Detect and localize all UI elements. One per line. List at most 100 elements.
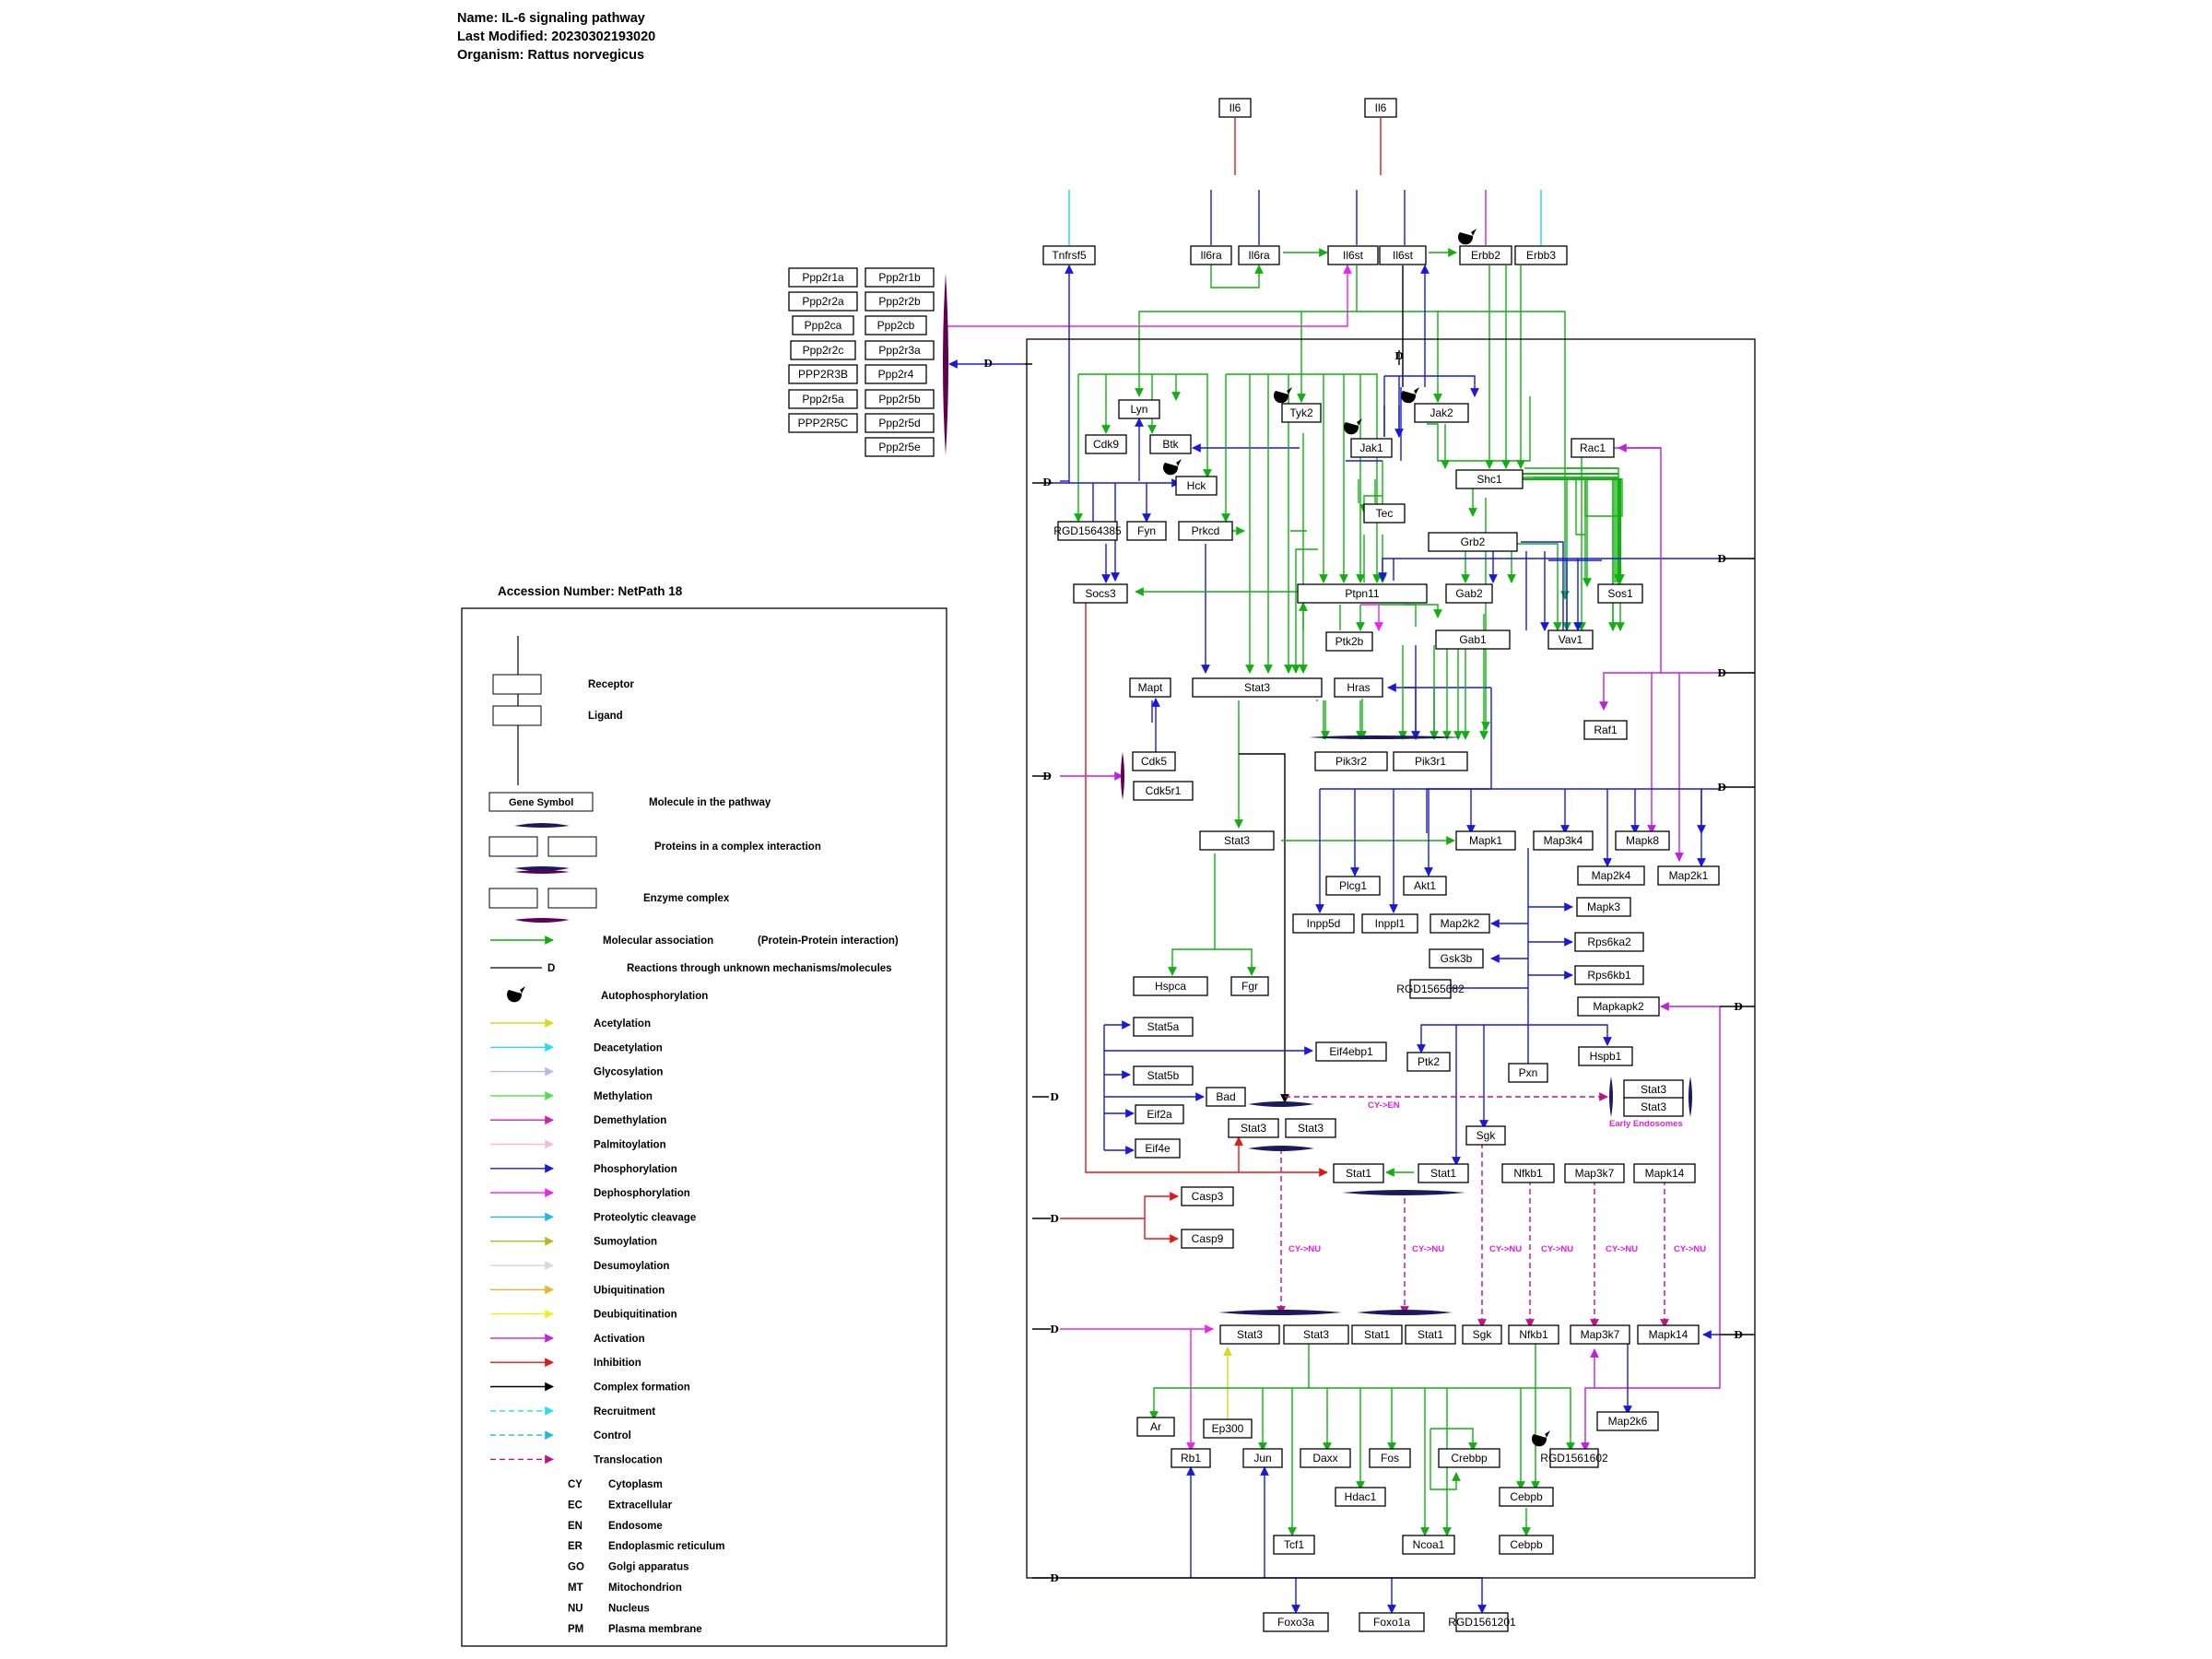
gene-node-ppp2r1b[interactable]: Ppp2r1b <box>865 267 935 288</box>
gene-node-jak1[interactable]: Jak1 <box>1350 438 1393 458</box>
gene-node-map3k7n[interactable]: Map3k7 <box>1570 1324 1630 1345</box>
gene-node-rb1[interactable]: Rb1 <box>1171 1448 1211 1468</box>
gene-node-akt1[interactable]: Akt1 <box>1403 876 1447 896</box>
gene-node-mapk14n[interactable]: Mapk14 <box>1637 1324 1700 1345</box>
gene-node-rps6ka2[interactable]: Rps6ka2 <box>1574 932 1644 952</box>
gene-node-ppp2cb[interactable]: Ppp2cb <box>865 315 927 335</box>
gene-node-tyk2[interactable]: Tyk2 <box>1281 403 1322 423</box>
gene-node-cebpb2[interactable]: Cebpb <box>1499 1535 1554 1555</box>
gene-node-mapk3[interactable]: Mapk3 <box>1576 897 1631 917</box>
gene-node-map2k4[interactable]: Map2k4 <box>1577 865 1645 886</box>
gene-node-eif4e[interactable]: Eif4e <box>1135 1138 1181 1159</box>
gene-node-crebbp[interactable]: Crebbp <box>1438 1448 1500 1468</box>
gene-node-rac1[interactable]: Rac1 <box>1571 438 1615 458</box>
gene-node-mapk1[interactable]: Mapk1 <box>1455 830 1516 851</box>
gene-node-eif4ebp1[interactable]: Eif4ebp1 <box>1315 1041 1387 1062</box>
gene-node-fyn[interactable]: Fyn <box>1126 521 1167 541</box>
gene-node-rps6kb1[interactable]: Rps6kb1 <box>1574 965 1644 985</box>
gene-node-il6st1[interactable]: Il6st <box>1327 245 1379 265</box>
gene-node-ppp2r3a[interactable]: Ppp2r3a <box>865 340 935 360</box>
gene-node-sos1[interactable]: Sos1 <box>1597 583 1643 604</box>
gene-node-mapkapk2[interactable]: Mapkapk2 <box>1577 996 1660 1017</box>
gene-node-ppp2r5e[interactable]: Ppp2r5e <box>865 437 935 457</box>
gene-node-hdac1[interactable]: Hdac1 <box>1335 1487 1386 1507</box>
gene-node-grb2[interactable]: Grb2 <box>1428 532 1518 552</box>
gene-node-ppp2r2a[interactable]: Ppp2r2a <box>788 291 858 312</box>
gene-node-ppp2r5d[interactable]: Ppp2r5d <box>865 413 935 433</box>
gene-node-erbb3[interactable]: Erbb3 <box>1514 245 1568 265</box>
gene-node-stat5a[interactable]: Stat5a <box>1133 1017 1194 1037</box>
gene-node-tec[interactable]: Tec <box>1363 503 1406 524</box>
gene-node-stat3n1[interactable]: Stat3 <box>1219 1324 1280 1345</box>
gene-node-fos[interactable]: Fos <box>1369 1448 1411 1468</box>
gene-node-ppp2ca[interactable]: Ppp2ca <box>792 315 854 335</box>
gene-node-mapt[interactable]: Mapt <box>1129 677 1171 698</box>
gene-node-socs3[interactable]: Socs3 <box>1073 583 1128 604</box>
gene-node-ptk2[interactable]: Ptk2 <box>1406 1052 1451 1072</box>
gene-node-il6b[interactable]: Il6 <box>1364 98 1397 118</box>
gene-node-pik3r2[interactable]: Pik3r2 <box>1314 751 1388 771</box>
gene-node-map2k2[interactable]: Map2k2 <box>1430 913 1490 934</box>
gene-node-btk[interactable]: Btk <box>1149 434 1192 454</box>
gene-node-hspca[interactable]: Hspca <box>1133 976 1208 996</box>
gene-node-stat3d[interactable]: Stat3 <box>1285 1118 1336 1138</box>
gene-node-stat1b[interactable]: Stat1 <box>1418 1163 1469 1183</box>
gene-node-stat3e2[interactable]: Stat3 <box>1623 1097 1684 1117</box>
gene-node-map2k1[interactable]: Map2k1 <box>1657 865 1720 886</box>
gene-node-rgd1561602[interactable]: RGD1561602 <box>1540 1448 1608 1468</box>
gene-node-il6ra2[interactable]: Il6ra <box>1238 245 1280 265</box>
gene-node-daxx[interactable]: Daxx <box>1300 1448 1351 1468</box>
gene-node-gab1[interactable]: Gab1 <box>1435 629 1511 650</box>
gene-node-stat3c[interactable]: Stat3 <box>1228 1118 1279 1138</box>
gene-node-rgd1564385[interactable]: RGD1564385 <box>1053 521 1122 541</box>
gene-node-stat3b[interactable]: Stat3 <box>1199 830 1275 851</box>
gene-node-pik3r1[interactable]: Pik3r1 <box>1393 751 1468 771</box>
gene-node-cdk5r1[interactable]: Cdk5r1 <box>1133 781 1194 801</box>
gene-node-foxo1a[interactable]: Foxo1a <box>1359 1612 1425 1632</box>
gene-node-fgr[interactable]: Fgr <box>1230 976 1269 996</box>
gene-node-inpp5d[interactable]: Inpp5d <box>1292 913 1355 934</box>
gene-node-gab2[interactable]: Gab2 <box>1445 583 1493 604</box>
gene-node-il6ra1[interactable]: Il6ra <box>1190 245 1232 265</box>
gene-node-bad[interactable]: Bad <box>1206 1087 1246 1107</box>
gene-node-ppp2r5c[interactable]: PPP2R5C <box>788 413 858 433</box>
gene-node-ppp2r2b[interactable]: Ppp2r2b <box>865 291 935 312</box>
gene-node-lyn[interactable]: Lyn <box>1118 399 1160 419</box>
gene-node-stat3n2[interactable]: Stat3 <box>1283 1324 1349 1345</box>
gene-node-tcf1[interactable]: Tcf1 <box>1273 1535 1315 1555</box>
gene-node-rgd1565[interactable]: RGD1565682 <box>1396 979 1465 999</box>
gene-node-map3k7[interactable]: Map3k7 <box>1564 1163 1625 1183</box>
gene-node-map2k6[interactable]: Map2k6 <box>1596 1411 1659 1431</box>
gene-node-stat1n2[interactable]: Stat1 <box>1405 1324 1456 1345</box>
gene-node-ppp2r5b[interactable]: Ppp2r5b <box>865 389 935 409</box>
gene-node-ar[interactable]: Ar <box>1136 1417 1175 1437</box>
gene-node-ncoa1[interactable]: Ncoa1 <box>1402 1535 1455 1555</box>
gene-node-foxo3a[interactable]: Foxo3a <box>1263 1612 1329 1632</box>
gene-node-ppp2r3b[interactable]: PPP2R3B <box>788 364 858 384</box>
gene-node-sgk[interactable]: Sgk <box>1465 1125 1506 1146</box>
gene-node-stat3a[interactable]: Stat3 <box>1192 677 1323 698</box>
gene-node-plcg1[interactable]: Plcg1 <box>1325 876 1381 896</box>
gene-node-tnfrsf5[interactable]: Tnfrsf5 <box>1042 245 1096 265</box>
gene-node-gsk3b[interactable]: Gsk3b <box>1429 948 1484 969</box>
gene-node-mapk8[interactable]: Mapk8 <box>1615 830 1670 851</box>
gene-node-map3k4[interactable]: Map3k4 <box>1533 830 1594 851</box>
gene-node-hck[interactable]: Hck <box>1175 476 1218 496</box>
gene-node-ppp2r1a[interactable]: Ppp2r1a <box>788 267 858 288</box>
gene-node-ppp2r2c[interactable]: Ppp2r2c <box>790 340 856 360</box>
gene-node-hspb1[interactable]: Hspb1 <box>1578 1046 1633 1066</box>
gene-node-il6a[interactable]: Il6 <box>1218 98 1252 118</box>
gene-node-stat5b[interactable]: Stat5b <box>1133 1065 1194 1086</box>
gene-node-il6st2[interactable]: Il6st <box>1379 245 1427 265</box>
gene-node-nfkb1[interactable]: Nfkb1 <box>1501 1163 1555 1183</box>
gene-node-stat3e1[interactable]: Stat3 <box>1623 1079 1684 1100</box>
gene-node-cebpb1[interactable]: Cebpb <box>1499 1487 1554 1507</box>
gene-node-ptpn11[interactable]: Ptpn11 <box>1297 583 1428 604</box>
gene-node-sgkn[interactable]: Sgk <box>1462 1324 1502 1345</box>
gene-node-nfkb1n[interactable]: Nfkb1 <box>1508 1324 1559 1345</box>
gene-node-ppp2r4[interactable]: Ppp2r4 <box>865 364 927 384</box>
gene-node-jak2[interactable]: Jak2 <box>1414 403 1469 423</box>
gene-node-cdk5[interactable]: Cdk5 <box>1132 751 1176 771</box>
gene-node-hras[interactable]: Hras <box>1334 677 1383 698</box>
gene-node-rgd1561201[interactable]: RGD1561201 <box>1448 1612 1516 1632</box>
